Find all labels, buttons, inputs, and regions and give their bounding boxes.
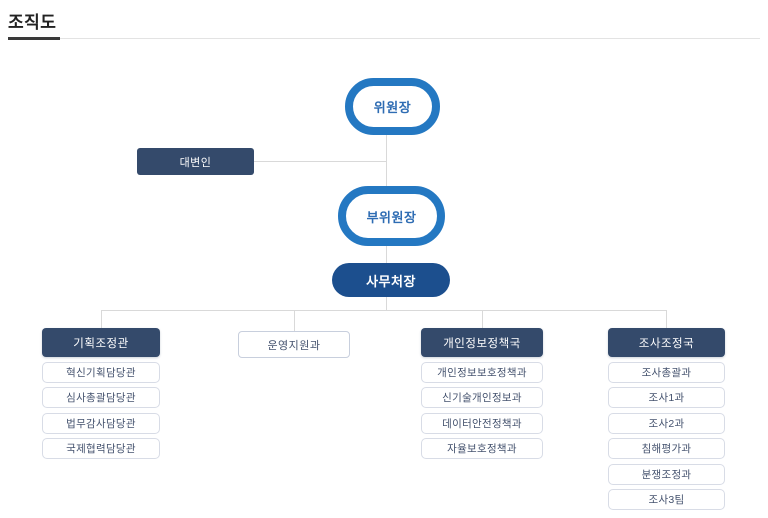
branch-child: 심사총괄담당관 xyxy=(42,387,160,408)
branch-privacy-policy-bureau: 개인정보정책국 개인정보보호정책과 신기술개인정보과 데이터안전정책과 자율보호… xyxy=(421,328,543,459)
node-secretary-general-label: 사무처장 xyxy=(366,273,416,289)
connector-drop-branch-1 xyxy=(101,310,102,328)
page-title: 조직도 xyxy=(8,13,57,32)
branch-head-label: 개인정보정책국 xyxy=(443,337,521,350)
connector-branch-horizontal xyxy=(101,310,666,311)
connector-drop-branch-3 xyxy=(482,310,483,328)
branch-child: 신기술개인정보과 xyxy=(421,387,543,408)
branch-child-label: 신기술개인정보과 xyxy=(442,392,522,404)
connector-spokesperson xyxy=(254,161,386,162)
branch-head-label: 기획조정관 xyxy=(73,337,129,350)
branch-child-label: 침해평가과 xyxy=(641,443,692,455)
node-spokesperson: 대변인 xyxy=(137,148,254,175)
branch-child: 데이터안전정책과 xyxy=(421,412,543,434)
node-chairman-label: 위원장 xyxy=(373,100,412,115)
node-chairman: 위원장 xyxy=(345,78,440,135)
branch-child: 조사2과 xyxy=(608,412,725,434)
branch-planning-coordination: 기획조정관 혁신기획담당관 심사총괄담당관 법무감사담당관 국제협력담당관 xyxy=(42,328,160,459)
branch-child: 개인정보보호정책과 xyxy=(421,361,543,383)
branch-child-label: 조사총괄과 xyxy=(641,366,692,379)
title-divider-accent xyxy=(8,37,60,40)
branch-child-label: 조사2과 xyxy=(648,417,685,430)
branch-child: 혁신기획담당관 xyxy=(42,361,160,383)
node-vice-chairman: 부위원장 xyxy=(338,186,445,246)
branch-head: 개인정보정책국 xyxy=(421,328,543,357)
branch-child-label: 자율보호정책과 xyxy=(447,443,517,455)
branch-child-label: 법무감사담당관 xyxy=(66,417,136,430)
branch-child: 자율보호정책과 xyxy=(421,438,543,459)
connector-chairman-vice xyxy=(386,135,387,186)
branch-child-label: 조사3팀 xyxy=(648,494,685,506)
branch-child-label: 조사1과 xyxy=(648,392,685,404)
connector-vice-secretary xyxy=(386,246,387,263)
branch-operations-support: 운영지원과 xyxy=(238,328,350,358)
branch-child-label: 국제협력담당관 xyxy=(66,443,136,455)
branch-head: 조사조정국 xyxy=(608,328,725,357)
branch-child: 조사총괄과 xyxy=(608,361,725,383)
branch-child-label: 개인정보보호정책과 xyxy=(437,366,527,379)
branch-child: 침해평가과 xyxy=(608,438,725,459)
branch-child: 조사3팀 xyxy=(608,489,725,510)
node-secretary-general: 사무처장 xyxy=(332,263,450,297)
branch-child: 국제협력담당관 xyxy=(42,438,160,459)
branch-head-label: 운영지원과 xyxy=(267,339,321,352)
branch-child: 조사1과 xyxy=(608,387,725,408)
branch-child: 분쟁조정과 xyxy=(608,463,725,485)
node-spokesperson-label: 대변인 xyxy=(179,156,212,169)
branch-head: 운영지원과 xyxy=(238,331,350,358)
branch-child-label: 분쟁조정과 xyxy=(641,468,692,481)
branch-child-label: 혁신기획담당관 xyxy=(66,366,136,379)
connector-drop-branch-4 xyxy=(666,310,667,328)
node-vice-chairman-label: 부위원장 xyxy=(366,209,417,225)
title-divider xyxy=(8,38,760,39)
branch-child-label: 심사총괄담당관 xyxy=(66,392,136,404)
connector-drop-branch-2 xyxy=(294,310,295,331)
branch-head: 기획조정관 xyxy=(42,328,160,357)
branch-child-label: 데이터안전정책과 xyxy=(442,417,522,430)
branch-child: 법무감사담당관 xyxy=(42,412,160,434)
branch-head-label: 조사조정국 xyxy=(638,337,695,350)
branch-investigation-coordination-bureau: 조사조정국 조사총괄과 조사1과 조사2과 침해평가과 분쟁조정과 조사3팀 xyxy=(608,328,725,510)
connector-secretary-down xyxy=(386,297,387,310)
